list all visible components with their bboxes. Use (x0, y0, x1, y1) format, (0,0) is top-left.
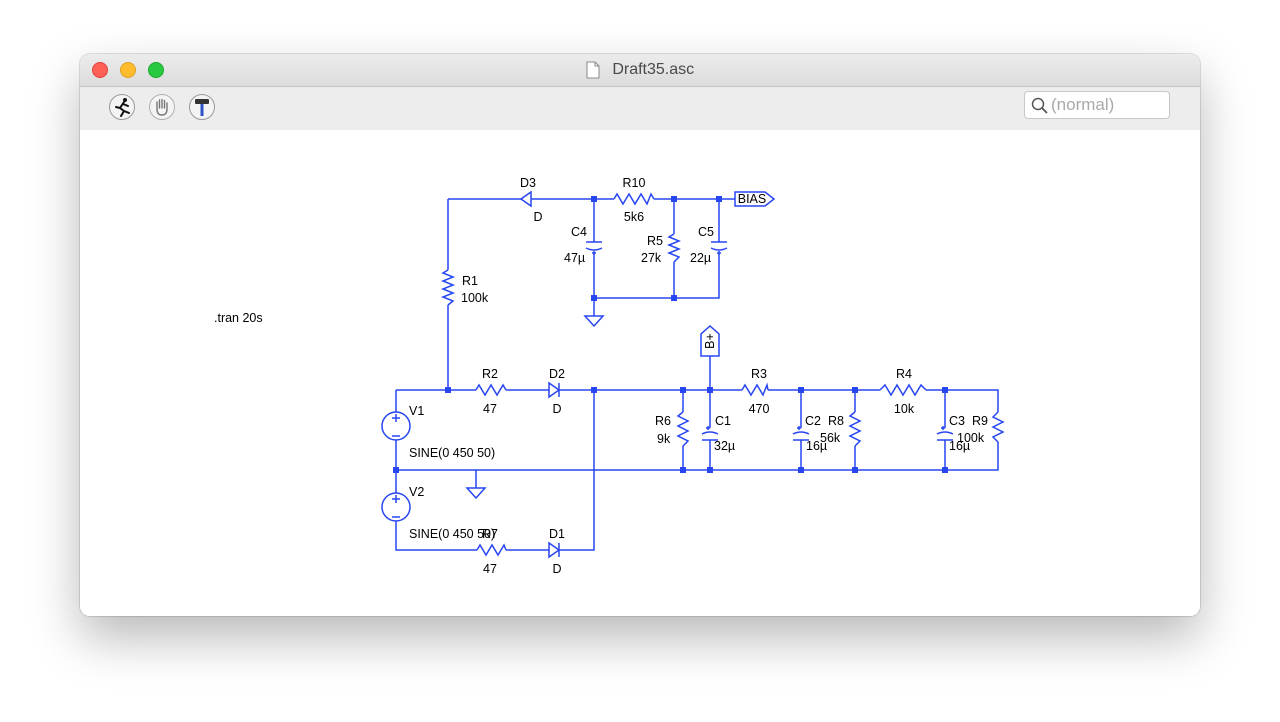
run-button[interactable] (108, 93, 136, 121)
run-icon (109, 94, 135, 120)
bias-branch-wires (447, 198, 735, 390)
ground-symbol-main (465, 487, 487, 500)
label-r4: R4 (896, 367, 912, 381)
label-r7: R7 (482, 527, 498, 541)
pan-button[interactable] (148, 93, 176, 121)
label-c1-value: 32µ (714, 439, 735, 453)
label-r2-value: 47 (483, 402, 497, 416)
label-d1-value: D (552, 562, 561, 576)
c4-capacitor[interactable] (585, 241, 603, 255)
label-c3-value: 16µ (949, 439, 970, 453)
r3-resistor[interactable] (741, 382, 769, 397)
label-r3: R3 (751, 367, 767, 381)
window-title: Draft35.asc (612, 61, 695, 78)
r5-resistor[interactable] (666, 233, 682, 263)
r7-resistor[interactable] (476, 543, 507, 557)
label-r5: R5 (647, 234, 663, 248)
r9-resistor[interactable] (991, 411, 1005, 443)
label-c1: C1 (715, 414, 731, 428)
label-c4-value: 47µ (564, 251, 585, 265)
toolbar (80, 87, 1200, 130)
label-r1: R1 (462, 274, 478, 288)
c2-capacitor[interactable] (792, 426, 810, 441)
app-window: Draft35.asc (80, 54, 1200, 616)
pan-hand-icon (149, 94, 175, 120)
label-d3: D3 (520, 176, 536, 190)
label-c3: C3 (949, 414, 965, 428)
label-r2: R2 (482, 367, 498, 381)
label-v1-value: SINE(0 450 50) (409, 446, 495, 460)
c3-capacitor[interactable] (936, 426, 954, 441)
label-r5-value: 27k (641, 251, 662, 265)
label-d2: D2 (549, 367, 565, 381)
c5-capacitor[interactable] (710, 241, 728, 255)
close-button[interactable] (92, 62, 108, 78)
label-r9-value: 100k (957, 431, 985, 445)
label-v1: V1 (409, 404, 424, 418)
label-r10-value: 5k6 (624, 210, 644, 224)
label-c5-value: 22µ (690, 251, 711, 265)
hammer-button[interactable] (188, 93, 216, 121)
c1-capacitor[interactable] (701, 426, 719, 441)
label-r10: R10 (623, 176, 646, 190)
label-bplus: B+ (703, 333, 717, 349)
label-d1: D1 (549, 527, 565, 541)
tran-directive[interactable]: .tran 20s (214, 311, 263, 325)
d1-diode[interactable] (506, 541, 566, 559)
r1-resistor[interactable] (440, 269, 456, 306)
search-input[interactable] (1051, 94, 1163, 116)
label-r7-value: 47 (483, 562, 497, 576)
label-r8-value: 56k (820, 431, 841, 445)
d3-diode[interactable] (519, 190, 549, 208)
label-c5: C5 (698, 225, 714, 239)
label-c2-value: 16µ (806, 439, 827, 453)
bias-flag[interactable] (734, 191, 776, 207)
label-r3-value: 470 (749, 402, 770, 416)
ground-symbol-top (583, 315, 605, 328)
label-v2: V2 (409, 485, 424, 499)
r10-resistor[interactable] (613, 192, 655, 206)
search-icon (1031, 97, 1048, 114)
label-d2-value: D (552, 402, 561, 416)
hammer-icon (189, 94, 215, 120)
bplus-flag[interactable] (700, 324, 720, 357)
label-r6: R6 (655, 414, 671, 428)
label-c2: C2 (805, 414, 821, 428)
r2-resistor[interactable] (475, 383, 507, 397)
title-bar: Draft35.asc (80, 54, 1200, 87)
label-v2-value: SINE(0 450 50) (409, 527, 495, 541)
label-c4: C4 (571, 225, 587, 239)
r8-resistor[interactable] (848, 411, 862, 447)
label-r4-value: 10k (894, 402, 915, 416)
junction-dots (393, 196, 948, 473)
d2-diode[interactable] (548, 381, 566, 399)
r6-resistor[interactable] (676, 411, 690, 447)
minimize-button[interactable] (120, 62, 136, 78)
zoom-button[interactable] (148, 62, 164, 78)
v1-source[interactable] (381, 411, 411, 441)
label-r1-value: 100k (461, 291, 489, 305)
v2-source[interactable] (381, 492, 411, 522)
document-icon (586, 61, 600, 79)
main-rail-wires (395, 356, 999, 551)
title-area: Draft35.asc (80, 54, 1200, 86)
r4-resistor[interactable] (879, 383, 927, 397)
schematic-canvas[interactable]: .tran 20s D3 D R10 5k6 BIAS C4 47µ R5 27… (80, 130, 1200, 616)
search-box[interactable] (1024, 91, 1170, 119)
label-r8: R8 (828, 414, 844, 428)
label-bias: BIAS (738, 192, 767, 206)
label-d3-value: D (533, 210, 542, 224)
schematic: .tran 20s D3 D R10 5k6 BIAS C4 47µ R5 27… (214, 176, 1005, 576)
label-r6-value: 9k (657, 432, 671, 446)
label-r9: R9 (972, 414, 988, 428)
